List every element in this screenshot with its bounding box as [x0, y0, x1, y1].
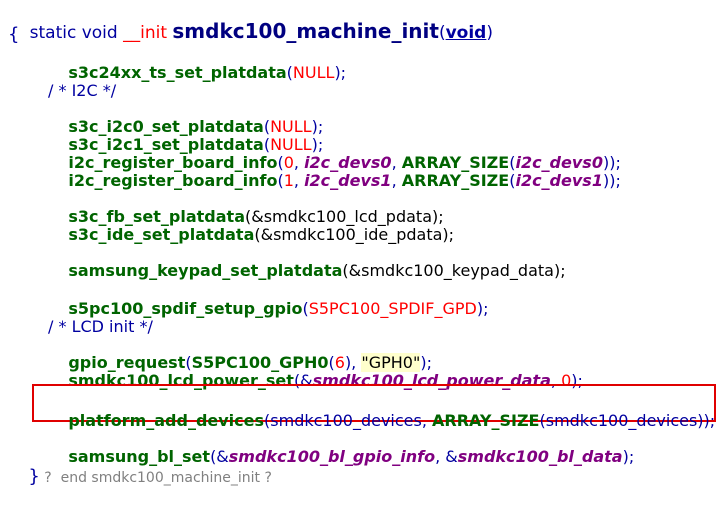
paren: ); — [420, 353, 432, 372]
function-name: smdkc100_machine_init — [172, 19, 439, 43]
function-call[interactable]: s3c_fb_set_platdata — [68, 207, 245, 226]
arguments: (smdkc100_devices, — [264, 411, 433, 430]
comment-lcd: / * LCD init */ — [48, 317, 153, 336]
open-brace: { — [8, 24, 20, 45]
paren: )); — [602, 171, 621, 190]
function-call[interactable]: i2c_register_board_info — [68, 153, 278, 172]
code-line: smdkc100_lcd_power_set(&smdkc100_lcd_pow… — [48, 354, 583, 390]
null-constant: NULL — [292, 63, 335, 82]
void-keyword[interactable]: void — [445, 23, 487, 43]
code-line: s3c24xx_ts_set_platdata(NULL); — [48, 46, 346, 82]
function-call[interactable]: gpio_request — [68, 353, 186, 372]
code-line: samsung_bl_set(&smdkc100_bl_gpio_info, &… — [48, 430, 634, 466]
paren: ( — [509, 171, 516, 190]
function-call[interactable]: samsung_keypad_set_platdata — [68, 261, 343, 280]
macro-call[interactable]: ARRAY_SIZE — [401, 153, 510, 172]
paren: ); — [311, 135, 324, 154]
variable[interactable]: i2c_devs1 — [304, 171, 392, 190]
arguments: (smdkc100_devices)); — [539, 411, 716, 430]
paren: (& — [210, 447, 229, 466]
closing-line: } ? end smdkc100_machine_init ? — [8, 450, 272, 487]
variable[interactable]: smdkc100_bl_data — [457, 447, 623, 466]
code-line: samsung_keypad_set_platdata(&smdkc100_ke… — [48, 244, 565, 280]
function-signature: static void __init smdkc100_machine_init… — [8, 4, 493, 42]
function-call[interactable]: s3c24xx_ts_set_platdata — [68, 63, 287, 82]
comma: , — [293, 171, 305, 190]
comment-i2c: / * I2C */ — [48, 81, 117, 100]
null-constant: NULL — [270, 135, 312, 154]
paren: ( — [263, 135, 271, 154]
number: 0 — [561, 371, 572, 390]
function-call[interactable]: samsung_bl_set — [68, 447, 211, 466]
variable[interactable]: i2c_devs1 — [515, 171, 603, 190]
code-line: s3c_ide_set_platdata(&smdkc100_ide_pdata… — [48, 208, 454, 244]
paren: ); — [622, 447, 635, 466]
paren: ( — [185, 353, 192, 372]
paren: ) — [486, 23, 493, 43]
function-call[interactable]: s5pc100_spdif_setup_gpio — [68, 299, 303, 318]
arguments: (&smdkc100_keypad_data); — [342, 261, 566, 280]
macro-call[interactable]: ARRAY_SIZE — [432, 411, 540, 430]
function-call[interactable]: i2c_register_board_info — [68, 171, 278, 190]
paren: ( — [277, 171, 284, 190]
comma: , & — [435, 447, 458, 466]
comma: , — [391, 153, 402, 172]
code-line: s3c_fb_set_platdata(&smdkc100_lcd_pdata)… — [48, 190, 443, 226]
code-line: s5pc100_spdif_setup_gpio(S5PC100_SPDIF_G… — [48, 282, 488, 318]
paren: ( — [263, 117, 271, 136]
arguments: (&smdkc100_lcd_pdata); — [245, 207, 444, 226]
variable[interactable]: i2c_devs0 — [515, 153, 603, 172]
paren: ); — [311, 117, 324, 136]
string-literal: "GPH0" — [361, 353, 421, 372]
code-line-highlighted: platform_add_devices(smdkc100_devices, A… — [48, 394, 715, 430]
paren: ( — [302, 299, 309, 318]
init-macro: __init — [123, 23, 167, 43]
number: 0 — [283, 153, 294, 172]
number: 6 — [334, 353, 345, 372]
highlight-box — [32, 384, 716, 422]
code-line: gpio_request(S5PC100_GPH0(6), "GPH0"); — [48, 336, 432, 372]
code-line: i2c_register_board_info(0, i2c_devs0, AR… — [48, 136, 620, 172]
function-call[interactable]: s3c_i2c1_set_platdata — [68, 135, 264, 154]
paren: ), — [344, 353, 362, 372]
paren: ( — [438, 23, 446, 43]
close-brace: } — [28, 466, 40, 487]
function-call[interactable]: s3c_ide_set_platdata — [68, 225, 255, 244]
paren: ( — [328, 353, 335, 372]
paren: ( — [509, 153, 516, 172]
static-void-keyword: static void — [29, 23, 124, 43]
arguments: (&smdkc100_ide_pdata); — [254, 225, 455, 244]
variable[interactable]: i2c_devs0 — [304, 153, 392, 172]
end-comment: ? end smdkc100_machine_init ? — [39, 470, 272, 486]
paren: ); — [476, 299, 489, 318]
code-line: s3c_i2c1_set_platdata(NULL); — [48, 118, 323, 154]
macro-call[interactable]: ARRAY_SIZE — [401, 171, 510, 190]
paren: ( — [277, 153, 284, 172]
macro-call[interactable]: S5PC100_GPH0 — [191, 353, 329, 372]
function-call[interactable]: s3c_i2c0_set_platdata — [68, 117, 264, 136]
comma: , — [550, 371, 562, 390]
paren: ( — [286, 63, 293, 82]
code-view: static void __init smdkc100_machine_init… — [8, 4, 716, 487]
variable[interactable]: smdkc100_bl_gpio_info — [228, 447, 436, 466]
function-call[interactable]: platform_add_devices — [68, 411, 265, 430]
code-line: s3c_i2c0_set_platdata(NULL); — [48, 100, 323, 136]
paren: )); — [602, 153, 621, 172]
code-line: i2c_register_board_info(1, i2c_devs1, AR… — [48, 154, 620, 190]
comma: , — [391, 171, 402, 190]
null-constant: NULL — [270, 117, 312, 136]
macro-constant: S5PC100_SPDIF_GPD — [308, 299, 477, 318]
number: 1 — [283, 171, 294, 190]
paren: ); — [334, 63, 347, 82]
comma: , — [293, 153, 305, 172]
paren: ); — [571, 371, 583, 390]
